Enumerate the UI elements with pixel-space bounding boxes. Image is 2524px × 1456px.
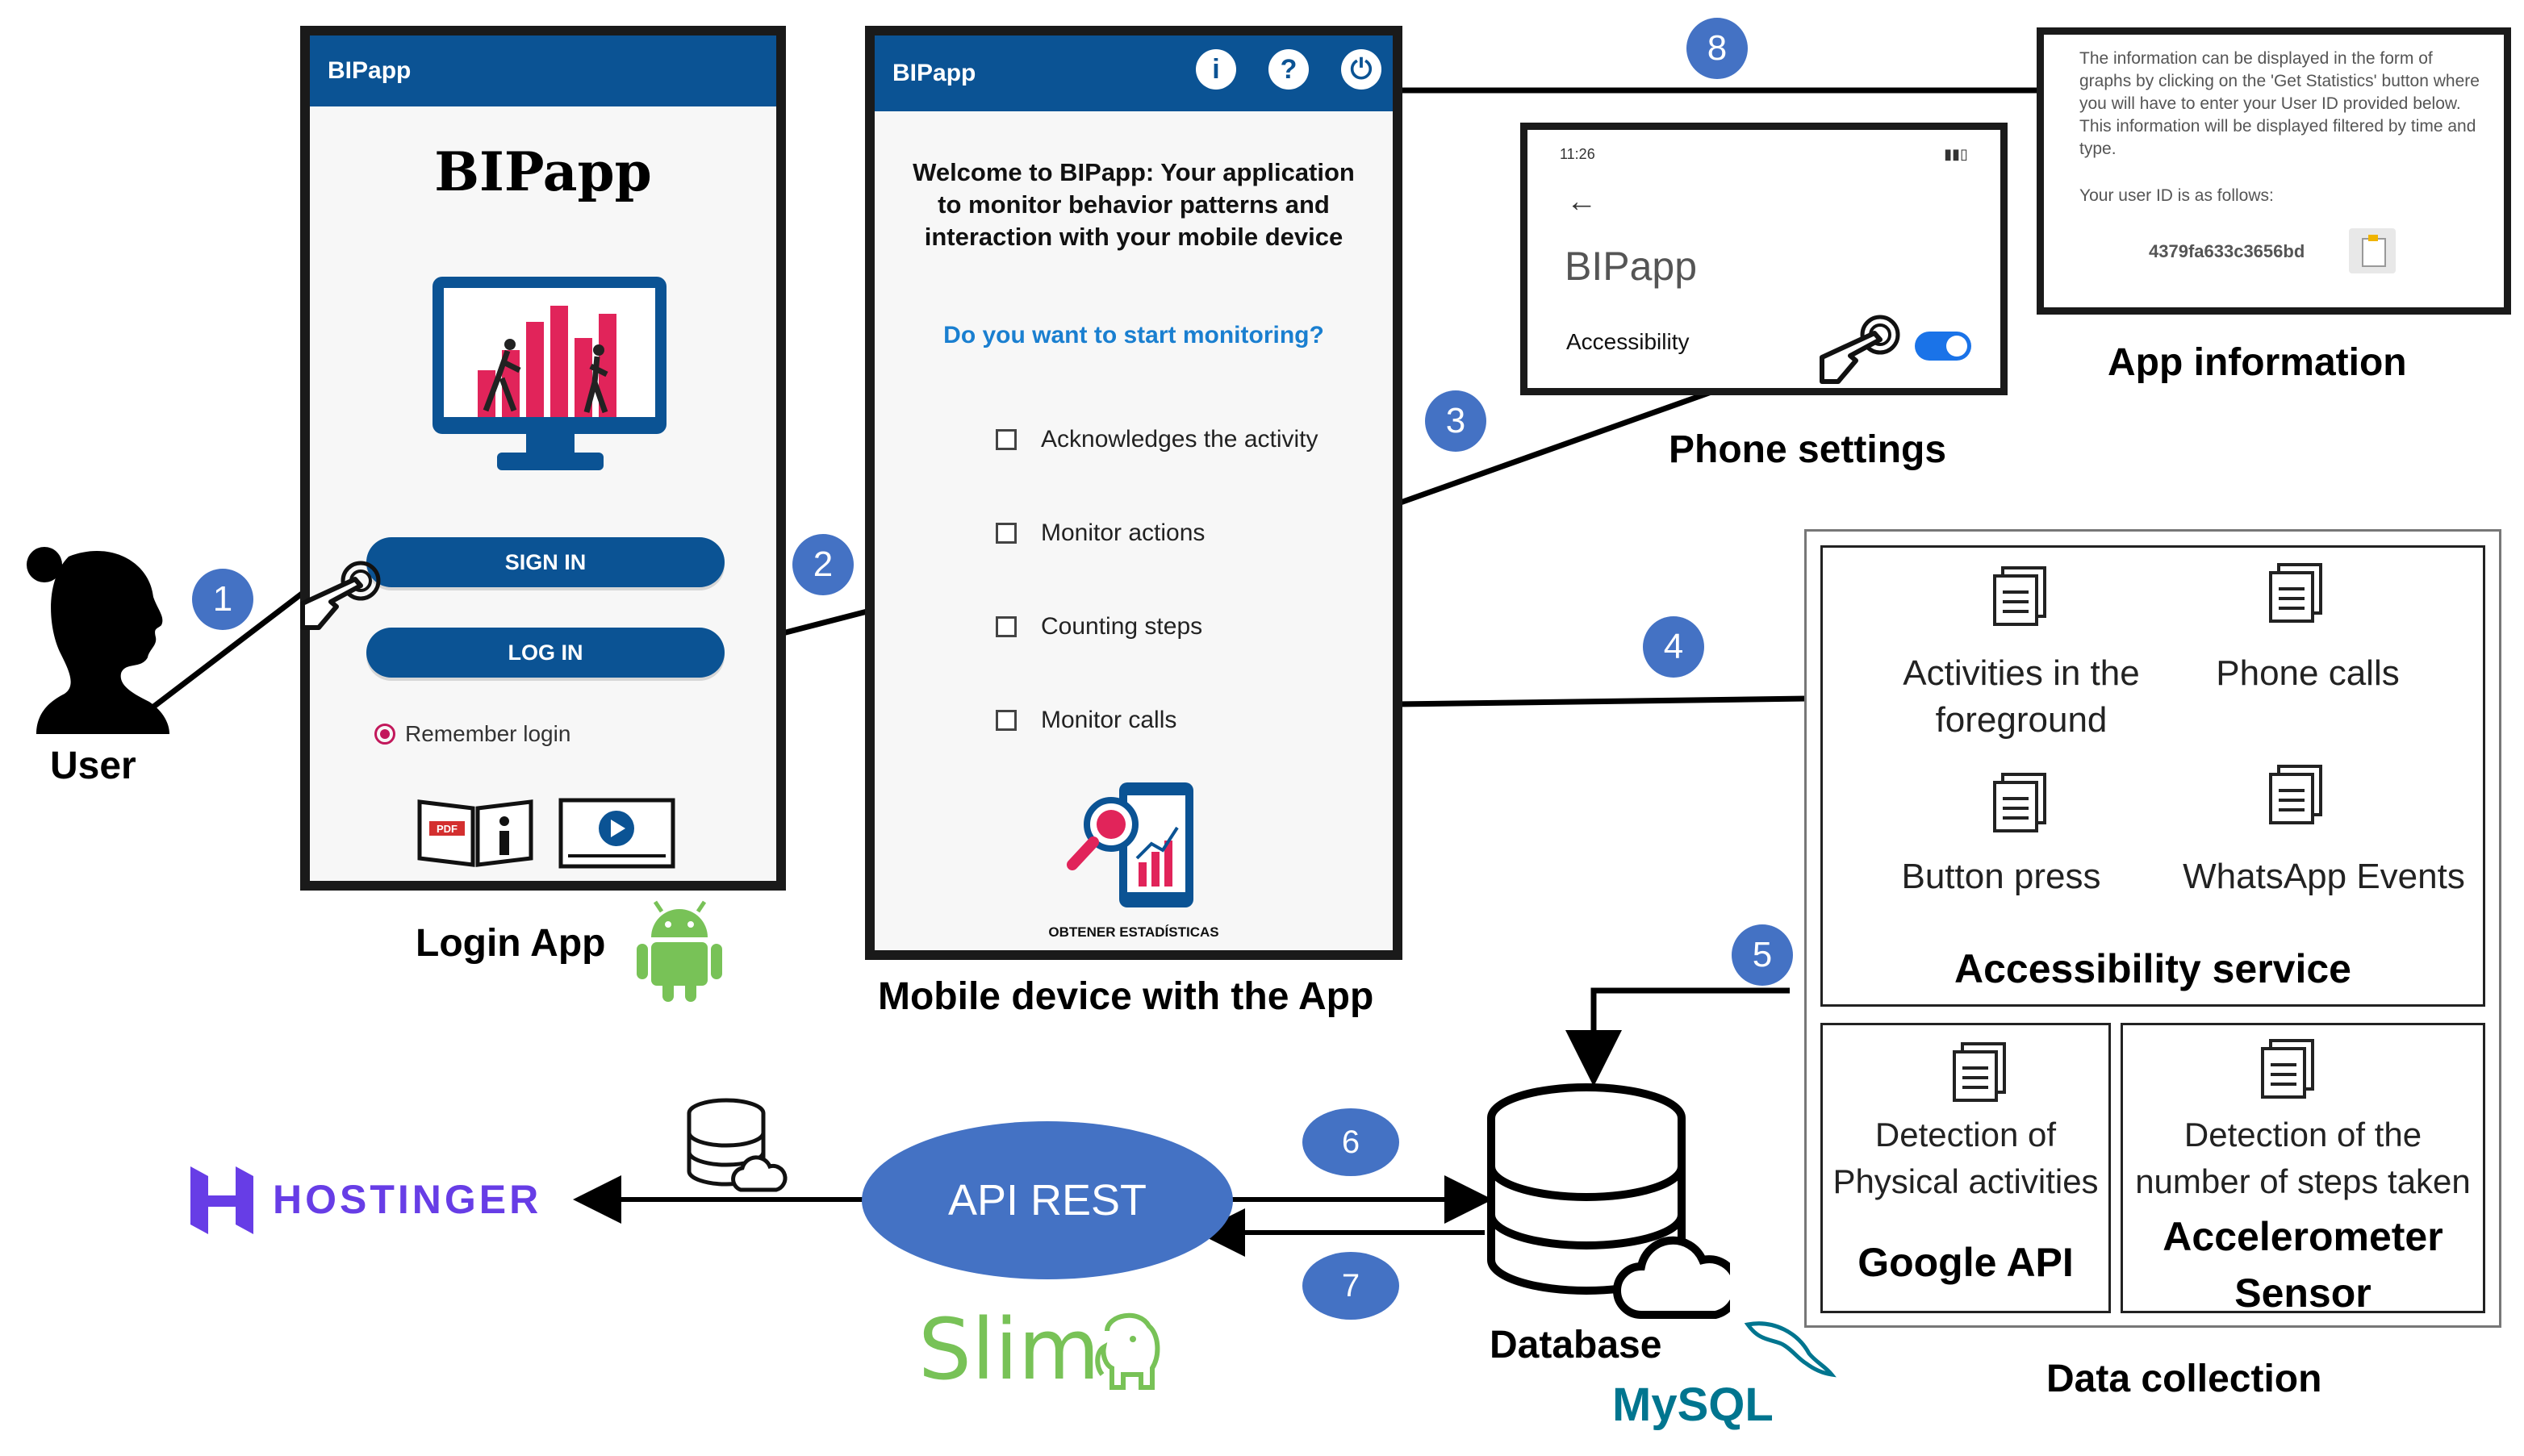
start-monitoring-question: Do you want to start monitoring?: [943, 322, 1324, 348]
user-id-value: 4379fa633c3656bd: [2149, 241, 2305, 261]
radio-selected-icon: [374, 724, 395, 745]
hostinger-label: HOSTINGER: [273, 1177, 542, 1222]
main-topbar-title: BIPapp: [892, 60, 976, 86]
login-app-caption: Login App: [416, 922, 606, 965]
step-badge-3: 3: [1425, 390, 1486, 452]
service-phone-calls: Phone calls: [2216, 653, 2400, 693]
mysql-dolphin-icon: [1744, 1321, 1837, 1378]
accessibility-item[interactable]: Accessibility: [1566, 329, 1690, 354]
document-icon: [1993, 773, 2046, 832]
option-acknowledges-activity[interactable]: Acknowledges the activity: [996, 426, 1318, 453]
service-activities-foreground: Activities in the foreground: [1903, 653, 2140, 740]
main-app-screen: BIPapp i ? ⏻ Welcome to BIPapp: Your app…: [865, 26, 1402, 960]
phone-settings-caption: Phone settings: [1669, 428, 1947, 471]
main-app-caption: Mobile device with the App: [878, 975, 1374, 1018]
step-badge-7: 7: [1302, 1252, 1399, 1320]
login-topbar: BIPapp: [310, 35, 776, 106]
remember-login-option[interactable]: Remember login: [374, 721, 570, 747]
checkbox-icon: [996, 710, 1017, 731]
google-api-label: Google API: [1857, 1240, 2074, 1285]
user-label: User: [50, 745, 136, 787]
step-badge-4: 4: [1643, 616, 1704, 678]
mysql-logo: MySQL: [1612, 1378, 1774, 1432]
data-collection-caption: Data collection: [2046, 1358, 2322, 1400]
android-icon: [637, 900, 722, 1002]
battery-icon: ▮▮▯: [1944, 146, 1968, 162]
document-icon: [2261, 1039, 2314, 1099]
monitor-chart-icon: [433, 277, 667, 470]
option-label: Monitor actions: [1041, 519, 1206, 546]
document-icon: [1993, 566, 2046, 626]
power-icon[interactable]: ⏻: [1341, 49, 1381, 90]
accessibility-service-box: [1820, 545, 2485, 1007]
user-silhouette-icon: [27, 547, 169, 734]
slim-label: Slim: [918, 1300, 1101, 1399]
info-icon[interactable]: i: [1196, 49, 1236, 90]
option-label: Counting steps: [1041, 613, 1203, 640]
user-id-label: Your user ID is as follows:: [2079, 186, 2274, 205]
line-app-collection: [1395, 695, 1808, 707]
main-topbar: BIPapp: [875, 35, 1393, 111]
hostinger-logo-icon: [190, 1166, 253, 1234]
sign-in-button[interactable]: SIGN IN: [366, 537, 725, 587]
service-button-press: Button press: [1901, 857, 2101, 896]
statistics-phone-icon[interactable]: [1064, 778, 1218, 915]
step-badge-2: 2: [792, 534, 854, 595]
login-app-screen: BIPapp BIPapp SIGN IN LOG IN Remember lo…: [300, 26, 786, 891]
mysql-label: MySQL: [1612, 1379, 1774, 1431]
video-player-icon[interactable]: [558, 798, 675, 869]
line-collection-db: [1565, 987, 1790, 1087]
step-badge-8: 8: [1686, 18, 1748, 79]
remember-login-label: Remember login: [405, 721, 571, 746]
pointing-hand-icon: [300, 561, 381, 630]
option-monitor-calls[interactable]: Monitor calls: [996, 707, 1176, 734]
login-logo: BIPapp: [434, 140, 652, 203]
clipboard-icon[interactable]: [2349, 228, 2396, 273]
accessibility-toggle[interactable]: [1915, 332, 1971, 361]
step-badge-5: 5: [1732, 924, 1793, 986]
document-icon: [2269, 765, 2322, 824]
database-label: Database: [1490, 1324, 1662, 1366]
get-statistics-label: OBTENER ESTADÍSTICAS: [1048, 924, 1219, 940]
cloud-database-icon: [687, 1098, 788, 1192]
app-info-text: The information can be displayed in the …: [2079, 49, 2480, 158]
help-icon[interactable]: ?: [1268, 49, 1309, 90]
accessibility-service-label: Accessibility service: [1954, 946, 2351, 991]
slim-elephant-icon: [1095, 1312, 1160, 1390]
accelerometer-text: Detection of the number of steps taken: [2135, 1116, 2471, 1200]
accelerometer-label: Accelerometer Sensor: [2163, 1214, 2443, 1316]
service-whatsapp-events: WhatsApp Events: [2183, 857, 2465, 896]
option-monitor-actions[interactable]: Monitor actions: [996, 519, 1205, 547]
option-label: Monitor calls: [1041, 707, 1177, 733]
back-arrow-icon[interactable]: ←: [1566, 185, 1597, 219]
step-badge-1: 1: [192, 569, 253, 630]
settings-app-title: BIPapp: [1565, 244, 1698, 289]
status-time: 11:26: [1560, 146, 1595, 162]
google-api-text: Detection of Physical activities: [1832, 1116, 2099, 1200]
database-cloud-icon: [1487, 1083, 1730, 1319]
pointing-hand-icon-3: [1820, 315, 1900, 384]
app-information-caption: App information: [2108, 341, 2407, 384]
document-icon: [2269, 563, 2322, 623]
log-in-button[interactable]: LOG IN: [366, 628, 725, 678]
step-badge-6: 6: [1302, 1108, 1399, 1176]
manual-book-icon[interactable]: PDF: [415, 794, 536, 868]
pdf-label: PDF: [437, 823, 458, 835]
checkbox-icon: [996, 523, 1017, 544]
checkbox-icon: [996, 616, 1017, 637]
welcome-text: Welcome to BIPapp: Your application to m…: [913, 158, 1355, 251]
checkbox-icon: [996, 429, 1017, 450]
app-information-screen: The information can be displayed in the …: [2037, 27, 2511, 315]
document-icon: [1953, 1042, 2006, 1102]
phone-settings-screen: 11:26 ▮▮▯ ← BIPapp Accessibility: [1520, 123, 2008, 395]
api-rest-node: API REST: [862, 1121, 1233, 1279]
option-label: Acknowledges the activity: [1041, 426, 1318, 453]
option-counting-steps[interactable]: Counting steps: [996, 613, 1202, 640]
